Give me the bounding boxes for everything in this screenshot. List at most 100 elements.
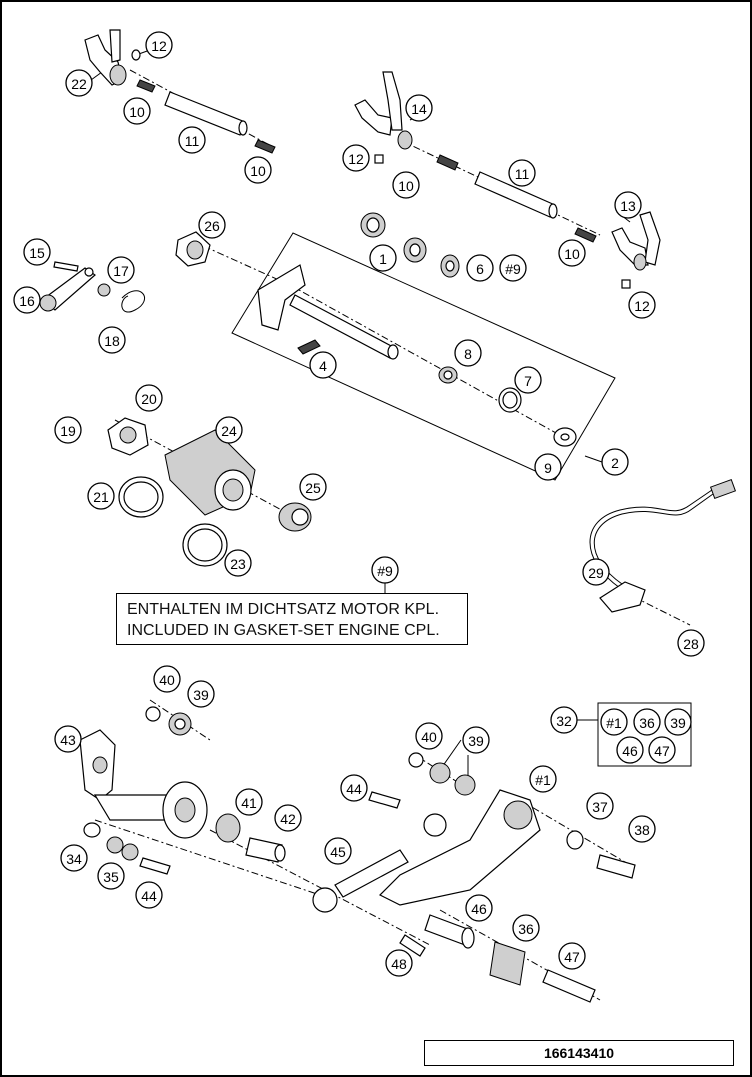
callout-label: 40 xyxy=(421,729,437,745)
bushing-41 xyxy=(215,813,241,843)
callout-label: #1 xyxy=(606,715,622,731)
callout-24: 24 xyxy=(215,416,243,444)
callout-2: 2 xyxy=(601,448,629,476)
callout-47: 47 xyxy=(648,736,676,764)
callout-25: 25 xyxy=(299,473,327,501)
callout-label: 10 xyxy=(564,246,580,262)
bearing-25 xyxy=(278,502,312,532)
callout-8: 8 xyxy=(454,339,482,367)
bolt-48 xyxy=(399,934,426,957)
callout-42: 42 xyxy=(274,804,302,832)
washer-34 xyxy=(83,822,101,838)
callout-label: 4 xyxy=(319,358,327,374)
callout-label: 6 xyxy=(476,261,484,277)
fork-shaft-11-left xyxy=(136,79,276,154)
callout-label: 37 xyxy=(592,799,608,815)
callout-18: 18 xyxy=(98,326,126,354)
note-line-english: INCLUDED IN GASKET-SET ENGINE CPL. xyxy=(127,622,440,639)
callout-6: 6 xyxy=(466,254,494,282)
callout-label: 10 xyxy=(250,163,266,179)
bearing-23 xyxy=(182,523,228,567)
callout-label: 1 xyxy=(379,251,387,267)
shift-fork-22 xyxy=(84,29,141,86)
reference-number: 166143410 xyxy=(543,1045,615,1061)
bearing-39-left xyxy=(168,712,192,736)
callout-kit-1: #1 xyxy=(600,708,628,736)
reference-number-box: 166143410 xyxy=(424,1040,734,1066)
callout-kit-1: #1 xyxy=(529,765,557,793)
callout-1: 1 xyxy=(369,244,397,272)
callout-26: 26 xyxy=(198,211,226,239)
callout-label: 24 xyxy=(221,423,237,439)
callout-label: #1 xyxy=(535,772,551,788)
callout-32: 32 xyxy=(550,706,578,734)
shift-drum-24 xyxy=(164,429,256,516)
callout-label: 44 xyxy=(141,888,157,904)
callout-20: 20 xyxy=(135,384,163,412)
callout-label: 39 xyxy=(670,715,686,731)
spring-4 xyxy=(297,339,321,355)
callout-36: 36 xyxy=(633,708,661,736)
shift-fork-13 xyxy=(611,211,661,289)
bearing-21 xyxy=(118,476,164,518)
bolt-44-right xyxy=(368,791,401,809)
callout-11: 11 xyxy=(178,126,206,154)
bushing-8 xyxy=(438,366,458,384)
shift-lever-16 xyxy=(39,261,146,313)
callout-11: 11 xyxy=(508,159,536,187)
kit-group-box xyxy=(597,702,692,767)
callout-label: 25 xyxy=(305,480,321,496)
bushing-46 xyxy=(424,914,475,949)
shift-cam-20 xyxy=(107,417,149,456)
callout-label: 14 xyxy=(411,101,427,117)
callout-layer: 122210111014121011131012261517161816#948… xyxy=(13,31,705,977)
callout-label: 22 xyxy=(71,76,87,92)
callout-10: 10 xyxy=(244,156,272,184)
callout-43: 43 xyxy=(54,725,82,753)
callout-44: 44 xyxy=(135,881,163,909)
callout-label: 20 xyxy=(141,391,157,407)
callout-label: 48 xyxy=(391,956,407,972)
callout-label: 36 xyxy=(639,715,655,731)
callout-label: 40 xyxy=(159,672,175,688)
pedal-bracket-43 xyxy=(79,729,208,839)
callout-label: 12 xyxy=(634,298,650,314)
callout-kit-9: #9 xyxy=(371,556,399,584)
callout-label: 2 xyxy=(611,455,619,471)
washer-9 xyxy=(553,427,577,447)
shift-pedal xyxy=(378,789,541,906)
callout-label: 10 xyxy=(398,178,414,194)
callout-label: 38 xyxy=(634,822,650,838)
callout-28: 28 xyxy=(677,629,705,657)
callout-29: 29 xyxy=(582,558,610,586)
callout-40: 40 xyxy=(153,665,181,693)
shift-drum-locator-26 xyxy=(175,231,211,267)
callout-label: 47 xyxy=(564,949,580,965)
callout-15: 15 xyxy=(23,238,51,266)
callout-label: 21 xyxy=(93,489,109,505)
callout-label: 39 xyxy=(468,733,484,749)
gear-position-sensor-29 xyxy=(589,478,737,613)
callout-label: 15 xyxy=(29,245,45,261)
bearing-1 xyxy=(360,212,427,263)
callout-label: 7 xyxy=(524,373,532,389)
callout-label: 13 xyxy=(620,198,636,214)
callout-39: 39 xyxy=(664,708,692,736)
callout-41: 41 xyxy=(235,788,263,816)
callout-39: 39 xyxy=(187,680,215,708)
callout-label: 34 xyxy=(66,851,82,867)
callout-10: 10 xyxy=(558,239,586,267)
callout-17: 17 xyxy=(107,256,135,284)
callout-label: 46 xyxy=(622,743,638,759)
callout-label: 35 xyxy=(103,869,119,885)
callout-14: 14 xyxy=(405,94,433,122)
callout-label: 11 xyxy=(515,166,530,182)
callout-label: 8 xyxy=(464,346,472,362)
callout-label: 28 xyxy=(683,636,699,652)
callout-label: 11 xyxy=(185,133,200,149)
callout-4: 4 xyxy=(309,351,337,379)
callout-label: 17 xyxy=(113,263,129,279)
bolt-44-left xyxy=(139,857,171,875)
